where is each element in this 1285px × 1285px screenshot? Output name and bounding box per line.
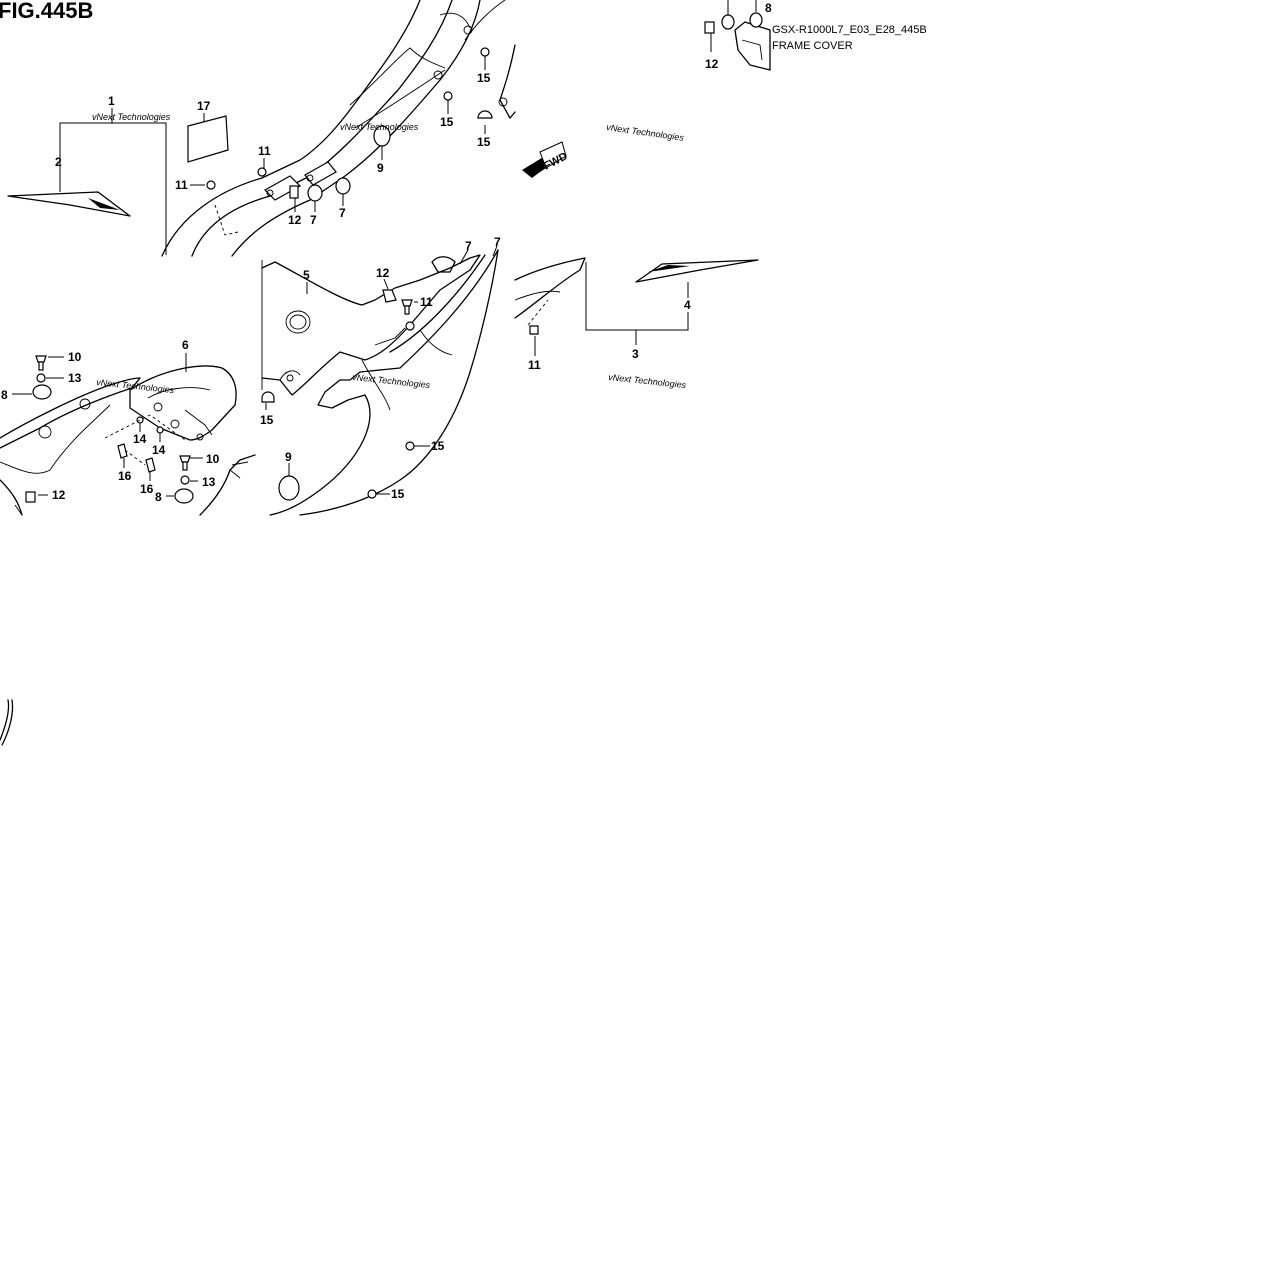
callout-7: 7 bbox=[494, 235, 501, 249]
callout-15: 15 bbox=[440, 115, 454, 129]
callout-4: 4 bbox=[684, 298, 691, 312]
svg-text:vNext Technologies: vNext Technologies bbox=[96, 377, 175, 395]
callout-17: 17 bbox=[197, 99, 211, 113]
callout-6: 6 bbox=[182, 338, 189, 352]
callout-9: 9 bbox=[377, 161, 384, 175]
callout-1: 1 bbox=[108, 94, 115, 108]
figure-title: FIG.445B bbox=[0, 0, 93, 23]
panel-seat-cowl: 10 13 8 6 14 14 10 16 16 13 8 12 bbox=[0, 338, 256, 516]
callout-15: 15 bbox=[477, 135, 491, 149]
legend-block: 12 8 GSX-R1000L7_E03_E28_445B FRAME COVE… bbox=[704, 0, 927, 71]
callout-8: 8 bbox=[1, 388, 8, 402]
callout-8: 8 bbox=[155, 490, 162, 504]
callout-12: 12 bbox=[705, 57, 719, 71]
callout-15: 15 bbox=[391, 487, 405, 501]
callout-7: 7 bbox=[465, 239, 472, 253]
figure-caption: FRAME COVER bbox=[772, 40, 853, 52]
callout-12: 12 bbox=[376, 266, 390, 280]
callout-11: 11 bbox=[420, 295, 433, 309]
callout-16: 16 bbox=[140, 482, 154, 496]
callout-9: 9 bbox=[285, 450, 292, 464]
svg-text:vNext Technologies: vNext Technologies bbox=[340, 122, 419, 132]
callout-14: 14 bbox=[133, 432, 147, 446]
callout-14: 14 bbox=[152, 443, 166, 457]
svg-text:vNext Technologies: vNext Technologies bbox=[608, 372, 687, 390]
panel-right-cover: 4 3 11 bbox=[514, 257, 759, 372]
callout-10: 10 bbox=[206, 452, 220, 466]
callout-7: 7 bbox=[339, 206, 346, 220]
svg-text:vNext Technologies: vNext Technologies bbox=[352, 372, 431, 390]
panel-inner-cover: 5 7 7 12 11 15 9 15 15 bbox=[260, 235, 501, 516]
callout-11: 11 bbox=[528, 358, 541, 372]
callout-13: 13 bbox=[68, 371, 82, 385]
callout-15: 15 bbox=[260, 413, 274, 427]
forward-arrow-icon: FWD bbox=[522, 141, 570, 178]
callout-13: 13 bbox=[202, 475, 216, 489]
svg-text:vNext Technologies: vNext Technologies bbox=[92, 112, 171, 122]
watermarks: vNext Technologies vNext Technologies vN… bbox=[92, 112, 687, 395]
callout-2: 2 bbox=[55, 155, 62, 169]
callout-3: 3 bbox=[632, 347, 639, 361]
callout-10: 10 bbox=[68, 350, 82, 364]
callout-15: 15 bbox=[477, 71, 491, 85]
callout-7: 7 bbox=[310, 213, 317, 227]
model-code: GSX-R1000L7_E03_E28_445B bbox=[772, 24, 927, 36]
callout-11: 11 bbox=[175, 178, 188, 192]
callout-12: 12 bbox=[52, 488, 66, 502]
callout-11: 11 bbox=[258, 144, 271, 158]
callout-12: 12 bbox=[288, 213, 302, 227]
callout-15: 15 bbox=[431, 439, 445, 453]
cropped-fragment bbox=[0, 699, 14, 746]
panel-frame-upper: 1 2 17 11 11 12 7 7 9 15 15 15 bbox=[7, 0, 516, 257]
callout-5: 5 bbox=[303, 268, 310, 282]
callout-16: 16 bbox=[118, 469, 132, 483]
callout-partial-8: 8 bbox=[765, 1, 772, 15]
svg-text:vNext Technologies: vNext Technologies bbox=[606, 122, 685, 143]
